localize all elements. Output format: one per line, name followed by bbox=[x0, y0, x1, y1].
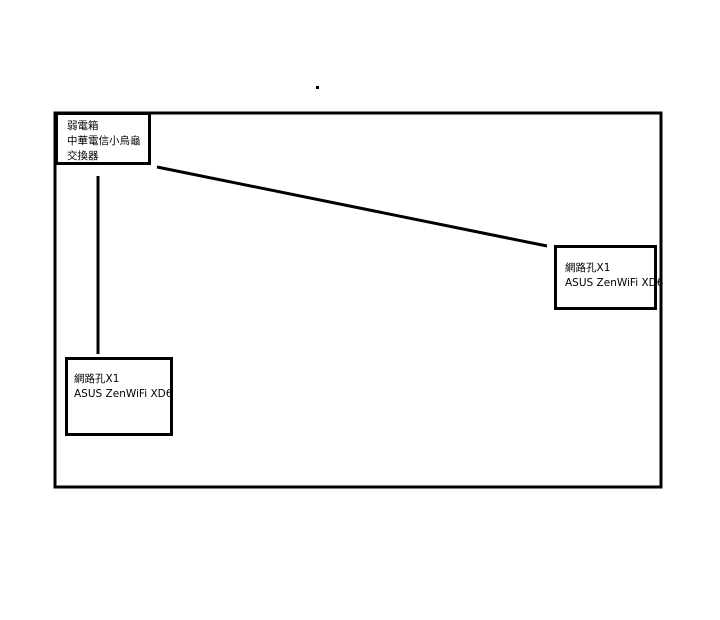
router-right-port-label: 網路孔X1 bbox=[565, 262, 611, 274]
cabinet-label-line-3: 交換器 bbox=[67, 150, 99, 162]
cabinet-label-line-2: 中華電信小烏龜 bbox=[67, 135, 141, 147]
stray-dot bbox=[316, 86, 319, 89]
cabinet-node: 弱電箱 中華電信小烏龜 交換器 bbox=[55, 112, 151, 165]
router-left-port-label: 網路孔X1 bbox=[74, 373, 120, 385]
cabinet-label-line-1: 弱電箱 bbox=[67, 120, 99, 132]
floor-outline bbox=[53, 111, 663, 489]
router-right-model-label: ASUS ZenWiFi XD6 bbox=[565, 277, 664, 289]
router-left-node: 網路孔X1 ASUS ZenWiFi XD6 bbox=[65, 357, 173, 436]
router-right-node: 網路孔X1 ASUS ZenWiFi XD6 bbox=[554, 245, 664, 310]
router-left-model-label: ASUS ZenWiFi XD6 bbox=[74, 388, 173, 400]
connection-cabinet-to-router-right bbox=[156, 165, 548, 248]
